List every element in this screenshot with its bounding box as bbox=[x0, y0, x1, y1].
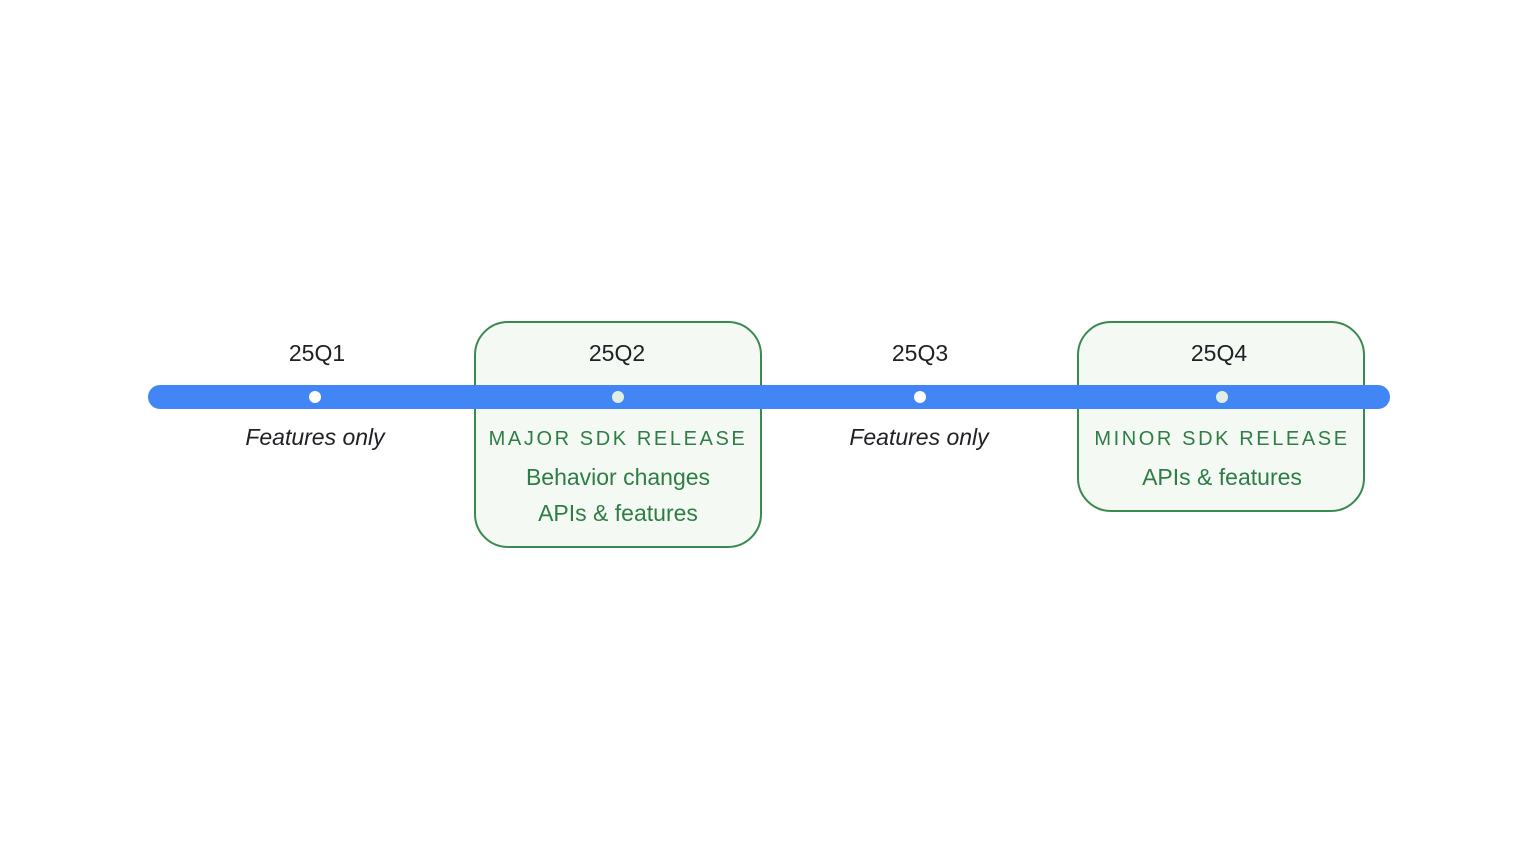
quarter-label-25q4: 25Q4 bbox=[1190, 340, 1248, 366]
timeline-dot-25q4 bbox=[1216, 391, 1228, 403]
note-25q1: Features only bbox=[245, 424, 385, 450]
timeline-dot-25q3 bbox=[914, 391, 926, 403]
minor-release-line-1: APIs & features bbox=[1142, 464, 1302, 490]
quarter-label-25q3: 25Q3 bbox=[891, 340, 949, 366]
major-release-title: MAJOR SDK RELEASE bbox=[488, 428, 748, 450]
timeline-dot-25q2 bbox=[612, 391, 624, 403]
timeline-bar bbox=[148, 385, 1390, 409]
major-release-line-2: APIs & features bbox=[538, 500, 698, 526]
minor-release-title: MINOR SDK RELEASE bbox=[1094, 428, 1350, 450]
major-release-box bbox=[474, 321, 762, 548]
quarter-label-25q2: 25Q2 bbox=[588, 340, 646, 366]
major-release-line-1: Behavior changes bbox=[525, 464, 711, 490]
note-25q3: Features only bbox=[849, 424, 989, 450]
timeline-dot-25q1 bbox=[309, 391, 321, 403]
quarter-label-25q1: 25Q1 bbox=[288, 340, 346, 366]
minor-release-box bbox=[1077, 321, 1365, 512]
